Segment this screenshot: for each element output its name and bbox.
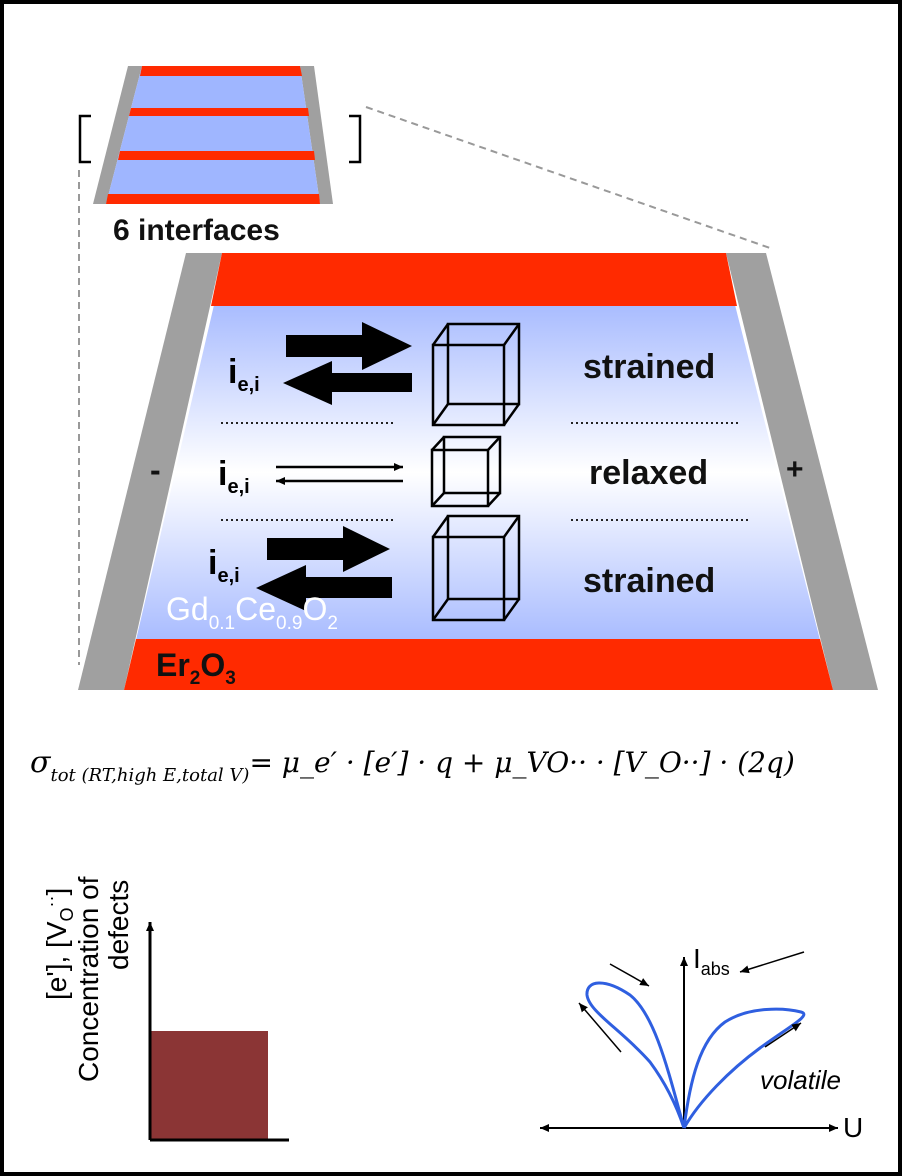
- inset-oxide-layer: [129, 108, 309, 116]
- defect-ylabel-line3: [e'], [VO··]: [41, 888, 77, 1000]
- sweep-arrow: [739, 951, 805, 974]
- state-label: strained: [583, 562, 715, 600]
- arrow-pair-large: [283, 322, 412, 405]
- iv-curve-right: [682, 1007, 806, 1129]
- iv-annotation: volatile: [760, 1065, 841, 1095]
- iv-plot: Iabs U volatile: [540, 943, 863, 1143]
- current-label: ie,i: [228, 353, 260, 396]
- ceria-label: Gd0.1Ce0.9O2: [166, 591, 338, 634]
- strained-cube: [431, 322, 521, 427]
- defect-ylabel-line1: Concentration of: [73, 876, 104, 1082]
- inset-oxide-layer: [118, 151, 315, 160]
- current-label: ie,i: [218, 455, 250, 498]
- backward-arrow: [283, 361, 412, 405]
- relaxed-cube: [430, 435, 502, 508]
- inset-electrode-right: [300, 66, 333, 204]
- backward-arrow: [256, 565, 392, 611]
- sweep-arrow: [764, 1022, 802, 1048]
- electrode-left-label: -: [150, 452, 161, 488]
- inset-label: 6 interfaces: [113, 214, 280, 247]
- ceria-layer: [136, 305, 820, 640]
- sweep-arrow: [578, 1002, 622, 1053]
- conductivity-equation: σtot (RT,high E,total V)= μ_e′ · [e′] · …: [30, 745, 795, 786]
- arrow-pair-large: [256, 526, 392, 611]
- forward-arrow: [267, 526, 390, 572]
- substrate-label: Er2O3: [156, 647, 236, 689]
- iv-xlabel: U: [843, 1112, 863, 1143]
- inset-oxide-layer: [140, 66, 302, 76]
- state-label: relaxed: [589, 454, 708, 492]
- iv-ylabel: Iabs: [693, 943, 730, 979]
- inset-electrode-left: [93, 66, 142, 204]
- inset-bracket-right: [349, 114, 362, 164]
- iv-curve-left: [585, 981, 686, 1129]
- defect-ylabel-line2: defects: [103, 880, 134, 970]
- state-label: strained: [583, 348, 715, 386]
- sweep-arrow: [609, 963, 650, 987]
- electrode-left: [78, 253, 222, 690]
- inset-layer-stack: [106, 66, 320, 204]
- inset-bracket-left: [78, 114, 91, 164]
- strained-cube: [431, 514, 521, 622]
- electrode-right-label: +: [786, 453, 804, 486]
- oxide-layer-top: [211, 253, 737, 306]
- arrow-pair-small: [276, 463, 403, 485]
- current-label: ie,i: [208, 544, 240, 587]
- oxide-layer-bottom: [124, 639, 833, 690]
- electrode-right: [726, 253, 878, 690]
- forward-arrow: [286, 322, 412, 370]
- inset-stack: [78, 66, 362, 204]
- defect-plot: Concentration of defects [e'], [VO··]: [41, 876, 289, 1142]
- defect-bar: [150, 1031, 268, 1140]
- inset-oxide-layer: [106, 194, 320, 204]
